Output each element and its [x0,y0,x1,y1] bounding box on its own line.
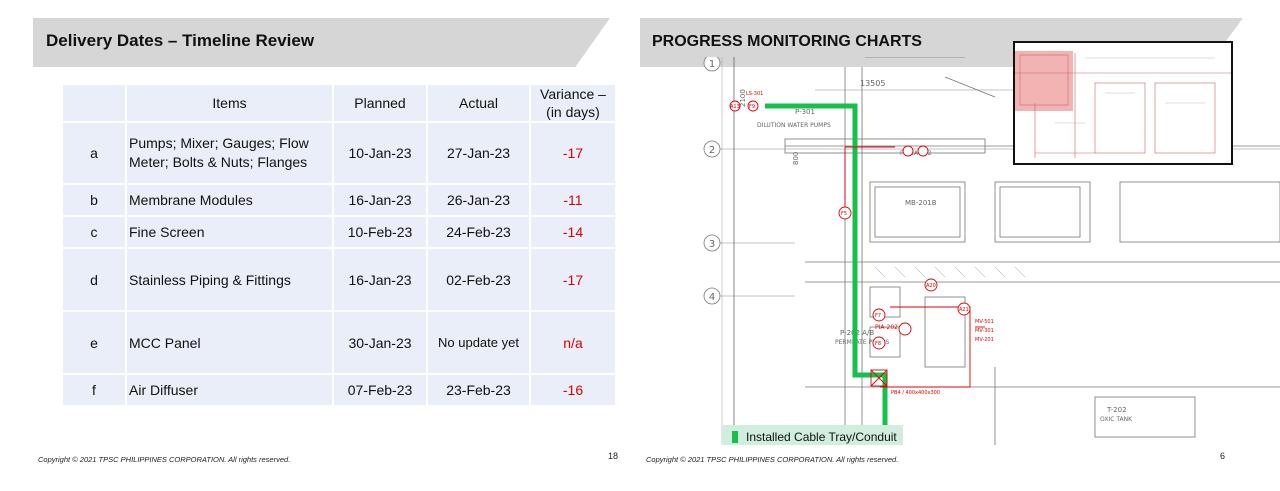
svg-text:DILUTION WATER PUMPS: DILUTION WATER PUMPS [757,122,831,129]
title-bar [33,18,610,67]
svg-text:2100: 2100 [739,89,747,107]
table-row: c Fine Screen 10-Feb-23 24-Feb-23 -14 [61,215,617,249]
row-actual: 23-Feb-23 [426,373,531,407]
drawing-svg: 1 2 3 4 2100 800 13505 [703,57,1280,445]
row-planned: 10-Feb-23 [332,215,428,249]
row-item: Fine Screen [125,215,334,249]
row-planned: 10-Jan-23 [332,121,428,185]
row-actual: 02-Feb-23 [426,247,531,312]
svg-text:800: 800 [792,152,800,165]
row-item: MCC Panel [125,310,334,375]
row-item: Membrane Modules [125,183,334,217]
row-actual: 27-Jan-23 [426,121,531,185]
row-actual: 24-Feb-23 [426,215,531,249]
svg-text:1: 1 [709,59,715,70]
svg-text:A21: A21 [959,307,969,313]
overview-inset [1013,41,1233,165]
svg-text:LS-301: LS-301 [746,91,763,97]
svg-text:3: 3 [709,239,715,250]
svg-text:PIA-202: PIA-202 [875,324,898,331]
svg-text:P-301: P-301 [795,108,815,116]
svg-text:2: 2 [709,145,715,156]
svg-text:T-202: T-202 [1106,406,1127,414]
svg-text:PERMEATE PUMPS: PERMEATE PUMPS [835,339,889,346]
row-item: Stainless Piping & Fittings [125,247,334,312]
table-row: f Air Diffuser 07-Feb-23 23-Feb-23 -16 [61,373,617,407]
row-id: c [61,215,127,249]
slide-delivery-dates: Delivery Dates – Timeline Review Items P… [33,18,619,464]
copyright-footer: Copyright © 2021 TPSC PHILIPPINES CORPOR… [38,455,291,464]
header-id [61,83,127,123]
row-planned: 07-Feb-23 [332,373,428,407]
installed-cable-tray [765,103,888,445]
header-planned: Planned [332,83,428,123]
row-variance: -11 [529,183,617,217]
svg-text:13505: 13505 [860,79,885,88]
svg-text:MV-301: MV-301 [975,328,994,334]
grid-bubble-2: 2 [703,140,721,158]
slide-progress-monitoring: PROGRESS MONITORING CHARTS 1 2 3 4 [640,0,1280,491]
row-id: a [61,121,127,185]
copyright-footer: Copyright © 2021 TPSC PHILIPPINES CORPOR… [646,455,899,464]
svg-text:F8: F8 [875,341,881,347]
table-row: d Stainless Piping & Fittings 16-Jan-23 … [61,247,617,312]
row-variance: -14 [529,215,617,249]
page-number: 18 [608,451,619,461]
slide-title: PROGRESS MONITORING CHARTS [652,33,922,50]
overview-inset-svg [1015,51,1231,158]
page-number: 6 [1220,451,1226,461]
row-variance: -17 [529,247,617,312]
slide-title: Delivery Dates – Timeline Review [46,31,315,50]
header-variance: Variance – (in days) [529,83,617,123]
row-id: f [61,373,127,407]
svg-text:FIDCA-202: FIDCA-202 [900,150,932,157]
current-view-highlight [1015,51,1073,111]
svg-text:A20: A20 [926,283,936,289]
svg-text:MB-201B: MB-201B [905,199,937,207]
legend: Installed Cable Tray/Conduit [723,425,903,445]
row-variance: n/a [529,310,617,375]
row-item: Pumps; Mixer; Gauges; Flow Meter; Bolts … [125,121,334,185]
row-planned: 16-Jan-23 [332,247,428,312]
row-id: e [61,310,127,375]
installed-tray-swatch [732,431,738,443]
engineering-drawing: 1 2 3 4 2100 800 13505 [695,57,1280,445]
grid-bubble-4: 4 [703,287,721,305]
delivery-table: Items Planned Actual Variance – (in days… [61,83,617,407]
svg-text:F9: F9 [749,104,755,110]
row-actual: 26-Jan-23 [426,183,531,217]
row-variance: -16 [529,373,617,407]
svg-text:A13: A13 [730,104,740,110]
legend-label: Installed Cable Tray/Conduit [746,430,897,444]
grid-bubble-3: 3 [703,234,721,252]
row-variance: -17 [529,121,617,185]
row-actual: No update yet [426,310,531,375]
svg-text:F5: F5 [841,211,847,217]
row-item: Air Diffuser [125,373,334,407]
table-row: e MCC Panel 30-Jan-23 No update yet n/a [61,310,617,375]
svg-text:MV-201: MV-201 [975,337,994,343]
header-actual: Actual [426,83,531,123]
svg-text:MV-501: MV-501 [975,319,994,325]
row-planned: 16-Jan-23 [332,183,428,217]
header-items: Items [125,83,334,123]
svg-text:4: 4 [709,292,715,303]
svg-text:PB4 / 400x400x300: PB4 / 400x400x300 [891,390,940,396]
table-row: a Pumps; Mixer; Gauges; Flow Meter; Bolt… [61,121,617,185]
row-id: b [61,183,127,217]
row-planned: 30-Jan-23 [332,310,428,375]
svg-text:OXIC TANK: OXIC TANK [1100,416,1133,423]
table-row: b Membrane Modules 16-Jan-23 26-Jan-23 -… [61,183,617,217]
grid-bubble-1: 1 [703,57,721,72]
svg-text:F7: F7 [875,313,881,319]
row-id: d [61,247,127,312]
